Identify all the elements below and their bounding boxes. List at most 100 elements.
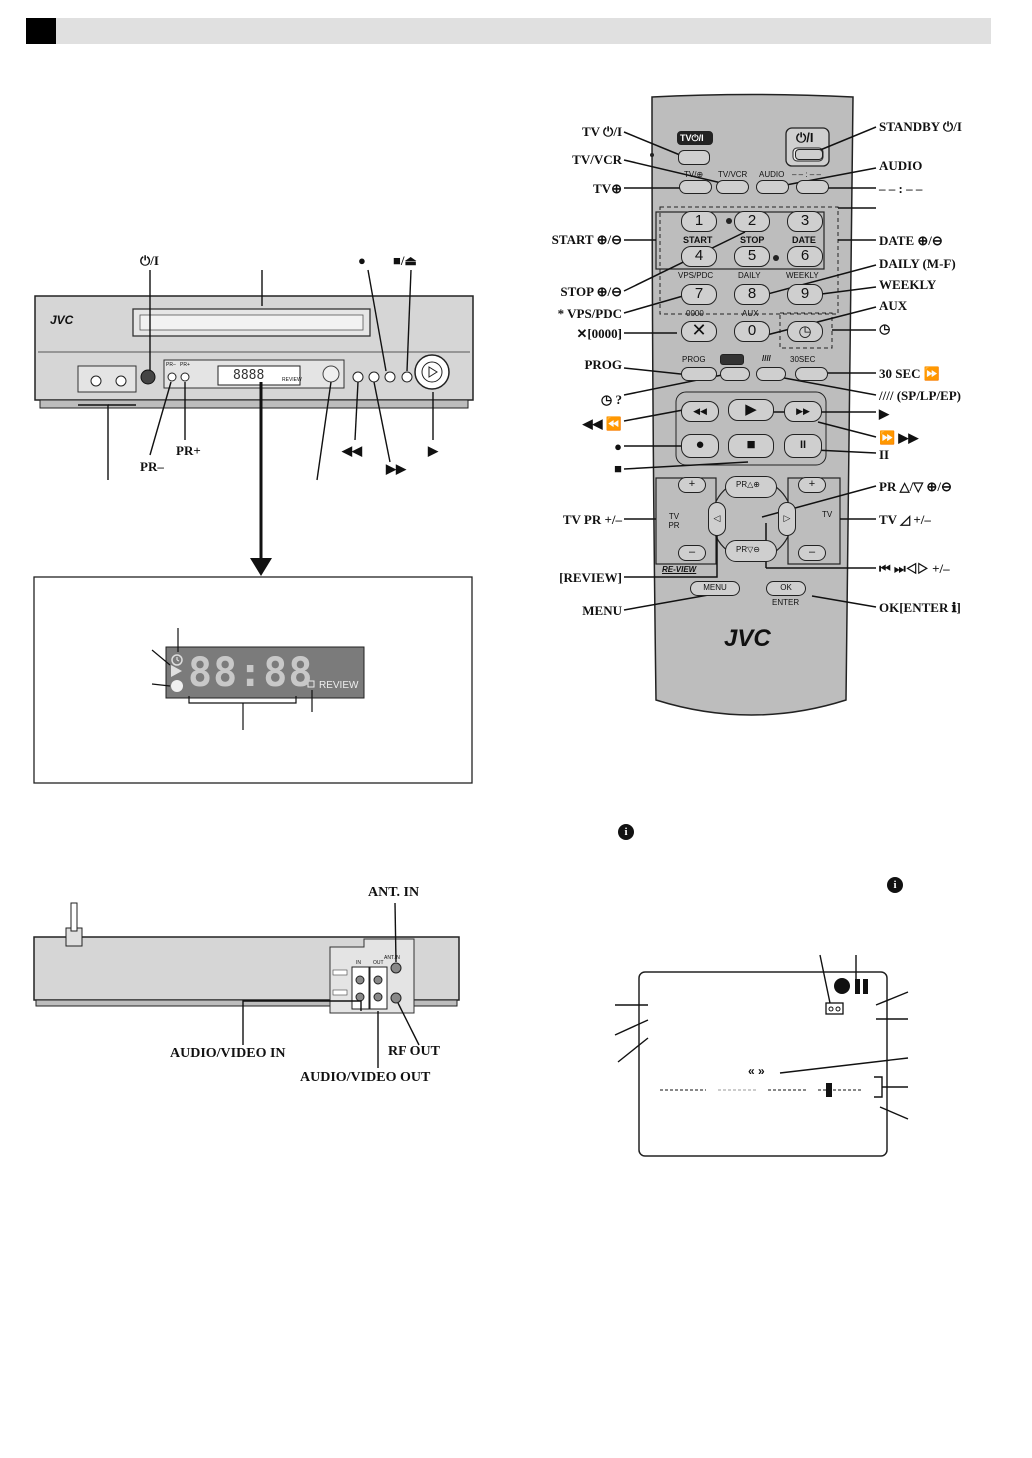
rew-key[interactable]: ◀◀ xyxy=(681,401,719,422)
pause-key[interactable]: II xyxy=(784,434,822,458)
remote-label-tv-vcr: TV/VCR xyxy=(572,152,622,167)
remote-label-pr: PR △/▽ ⊕/⊖ xyxy=(879,479,952,494)
front-label-power: ⏻/I xyxy=(140,253,159,268)
remote-label-ff: ⏩ ▶▶ xyxy=(879,430,919,445)
num-key-0[interactable]: 0 xyxy=(734,321,770,342)
tv-power-round-key[interactable] xyxy=(678,150,710,165)
front-label-stop-eject: ■/⏏ xyxy=(393,253,417,268)
tvpr-minus-key[interactable]: – xyxy=(678,545,706,561)
display-review-text: REVIEW xyxy=(319,680,359,691)
remote-label-skip: ⏮ ⏭◁▷ +/– xyxy=(879,561,950,576)
num-key-1[interactable]: 1 xyxy=(681,211,717,232)
play-key[interactable]: ▶ xyxy=(728,399,774,421)
prog-key[interactable] xyxy=(681,367,717,381)
ok-key[interactable]: OK xyxy=(766,581,806,596)
front-label-pr-plus: PR+ xyxy=(176,443,201,458)
tvpr-plus-key[interactable]: + xyxy=(678,477,706,493)
remote-label-weekly: WEEKLY xyxy=(879,277,937,292)
rear-label-ant-in: ANT. IN xyxy=(368,885,420,900)
num-key-3[interactable]: 3 xyxy=(787,211,823,232)
standby-key[interactable] xyxy=(795,149,823,160)
speed-key-text: //// xyxy=(762,354,771,363)
tvvol-minus-key[interactable]: – xyxy=(798,545,826,561)
rear-panel-in-text: IN xyxy=(356,960,361,966)
remote-label-rec: ● xyxy=(614,439,622,454)
header-bar xyxy=(26,18,991,44)
remote-label-timer-q: ◷ ? xyxy=(600,392,622,407)
tv-power-key-text: TV⏻/I xyxy=(680,133,704,143)
num-key-4[interactable]: 4 xyxy=(681,246,717,267)
tvpr-key-text: TV PR xyxy=(668,512,680,530)
rear-label-av-in: AUDIO/VIDEO IN xyxy=(170,1046,286,1061)
skip-left-key[interactable]: ◁ xyxy=(708,502,726,536)
stop-key-text: STOP xyxy=(740,235,765,245)
review-key-text[interactable]: RE-VIEW xyxy=(662,565,697,574)
remote-brand-logo: JVC xyxy=(724,625,771,652)
remote-label-stopsq: ■ xyxy=(614,461,622,476)
remote-label-prog: PROG xyxy=(584,357,622,372)
remote-label-clear: ✕[0000] xyxy=(576,326,622,341)
num-key-5[interactable]: 5 xyxy=(734,246,770,267)
num-key-2[interactable]: 2 xyxy=(734,211,770,232)
tv-power-key[interactable] xyxy=(677,131,713,145)
front-panel-pr-minus-text: PR– xyxy=(166,362,176,368)
remote-label-stop: STOP ⊕/⊖ xyxy=(560,284,622,299)
front-small-review: REVIEW xyxy=(282,377,302,383)
remote-label-date: DATE ⊕/⊖ xyxy=(879,233,943,248)
enter-key-text: ENTER xyxy=(772,598,800,607)
audio-key[interactable] xyxy=(756,180,789,194)
pr-up-key-text: PR△⊕ xyxy=(736,480,760,489)
sec30-key-text: 30SEC xyxy=(790,355,816,364)
skip-right-key[interactable]: ▷ xyxy=(778,502,796,536)
num-key-7[interactable]: 7 xyxy=(681,284,717,305)
rear-panel-out-text: OUT xyxy=(373,960,384,966)
front-label-ff: ▶▶ xyxy=(386,461,406,476)
remote-label-ok: OK[ENTER ℹ] xyxy=(879,600,961,615)
timer-check-key[interactable] xyxy=(720,354,744,365)
header-square xyxy=(26,18,56,44)
front-label-rew: ◀◀ xyxy=(342,443,362,458)
vps-key-text: VPS/PDC xyxy=(678,271,714,280)
timer-key[interactable]: ◷ xyxy=(787,321,823,342)
num-key-8[interactable]: 8 xyxy=(734,284,770,305)
remote-label-aux: AUX xyxy=(879,298,908,313)
sec30-key[interactable] xyxy=(795,367,828,381)
front-brand-logo: JVC xyxy=(50,313,74,327)
front-panel-pr-plus-text: PR+ xyxy=(180,362,190,368)
stop-key[interactable]: ■ xyxy=(728,434,774,458)
pr-down-key[interactable] xyxy=(725,540,777,562)
info-icon: i xyxy=(887,877,903,893)
menu-key[interactable]: MENU xyxy=(690,581,740,596)
remote-label-tvvol: TV ◿ +/– xyxy=(879,512,931,527)
remote-label-rew: ◀◀ ⏪ xyxy=(582,416,622,431)
num-key-6[interactable]: 6 xyxy=(787,246,823,267)
remote-label-standby: STANDBY ⏻/I xyxy=(879,119,962,134)
tvvol-key-text: TV xyxy=(822,510,833,519)
speed-key[interactable] xyxy=(756,367,786,381)
osd-arrows: « » xyxy=(748,1064,765,1078)
front-label-play: ▶ xyxy=(428,443,438,458)
pr-up-key[interactable] xyxy=(725,476,777,498)
tv-vcr-key[interactable] xyxy=(716,180,749,194)
tv-input-key[interactable] xyxy=(679,180,712,194)
info-icon: i xyxy=(618,824,634,840)
dash-key-text: – – : – – xyxy=(792,170,821,179)
num-key-9[interactable]: 9 xyxy=(787,284,823,305)
front-label-record: ● xyxy=(358,253,366,268)
remote-label-menu: MENU xyxy=(582,603,622,618)
rear-label-rf-out: RF OUT xyxy=(388,1044,440,1059)
remote-label-timer: ◷ xyxy=(879,321,891,336)
tvvol-plus-key[interactable]: + xyxy=(798,477,826,493)
timer-q-key[interactable] xyxy=(720,367,750,381)
remote-label-tvpr: TV PR +/– xyxy=(562,512,622,527)
rec-key[interactable]: ● xyxy=(681,434,719,458)
remote-label-sec30: 30 SEC ⏩ xyxy=(879,366,940,381)
dash-key[interactable] xyxy=(796,180,829,194)
clear-key[interactable]: ✕ xyxy=(681,321,717,342)
rear-panel-ant-text: ANT.IN xyxy=(384,955,400,961)
remote-label-vps: * VPS/PDC xyxy=(557,306,622,321)
front-label-pr-minus: PR– xyxy=(140,459,164,474)
ff-key[interactable]: ▶▶ xyxy=(784,401,822,422)
